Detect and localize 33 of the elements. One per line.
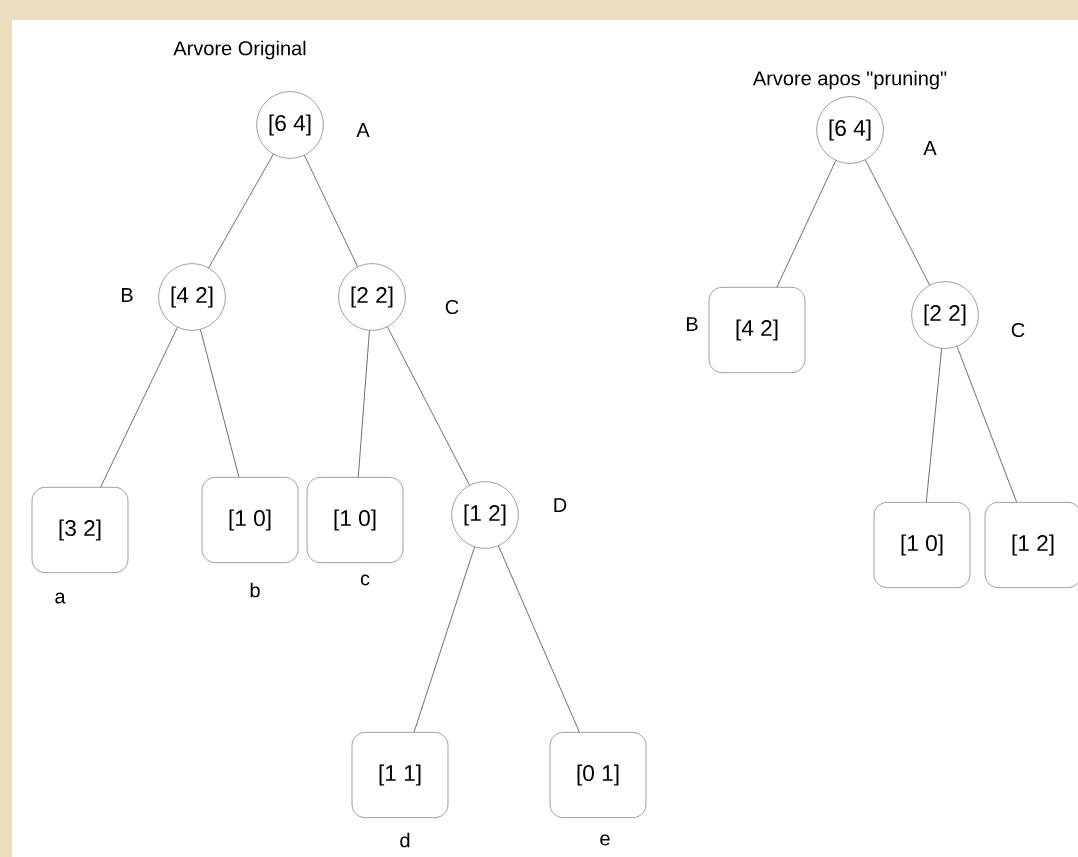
leaf-node-box: [3 2] xyxy=(31,487,129,573)
node-letter: A xyxy=(356,123,370,137)
leaf-node-box: [1 0] xyxy=(201,477,299,563)
node-letter: d xyxy=(400,832,410,848)
tree-title: Arvore Original xyxy=(173,40,306,60)
leaf-node-box: [1 1] xyxy=(351,732,449,818)
node-letter: D xyxy=(554,498,567,512)
tree-branch xyxy=(776,160,837,288)
node-letter: B xyxy=(121,288,133,302)
tree-branch xyxy=(357,330,370,478)
node-letter: c xyxy=(360,574,370,586)
node-letter: B xyxy=(686,317,698,331)
leaf-node-box: [1 0] xyxy=(306,477,404,563)
tree-branch xyxy=(864,159,931,286)
node-letter: A xyxy=(923,141,937,155)
node-letter: a xyxy=(55,592,66,604)
node-letter: e xyxy=(600,834,610,846)
tree-branch xyxy=(498,545,580,733)
tree-branch xyxy=(304,154,358,268)
tree-branch xyxy=(208,153,274,269)
tree-branch xyxy=(100,326,178,488)
leaf-node-box: [0 1] xyxy=(549,732,647,818)
tree-branch xyxy=(413,546,475,733)
tree-branch xyxy=(956,346,1017,503)
tree-branch xyxy=(200,329,240,478)
node-letter: C xyxy=(1011,322,1025,338)
tree-branch xyxy=(387,326,470,486)
tree-branch xyxy=(925,348,943,503)
node-letter: b xyxy=(250,582,260,598)
leaf-node-box: [4 2] xyxy=(708,287,806,373)
leaf-node-box: [1 0] xyxy=(873,502,971,588)
leaf-node-box: [1 2] xyxy=(984,502,1078,588)
node-letter: C xyxy=(445,299,459,315)
